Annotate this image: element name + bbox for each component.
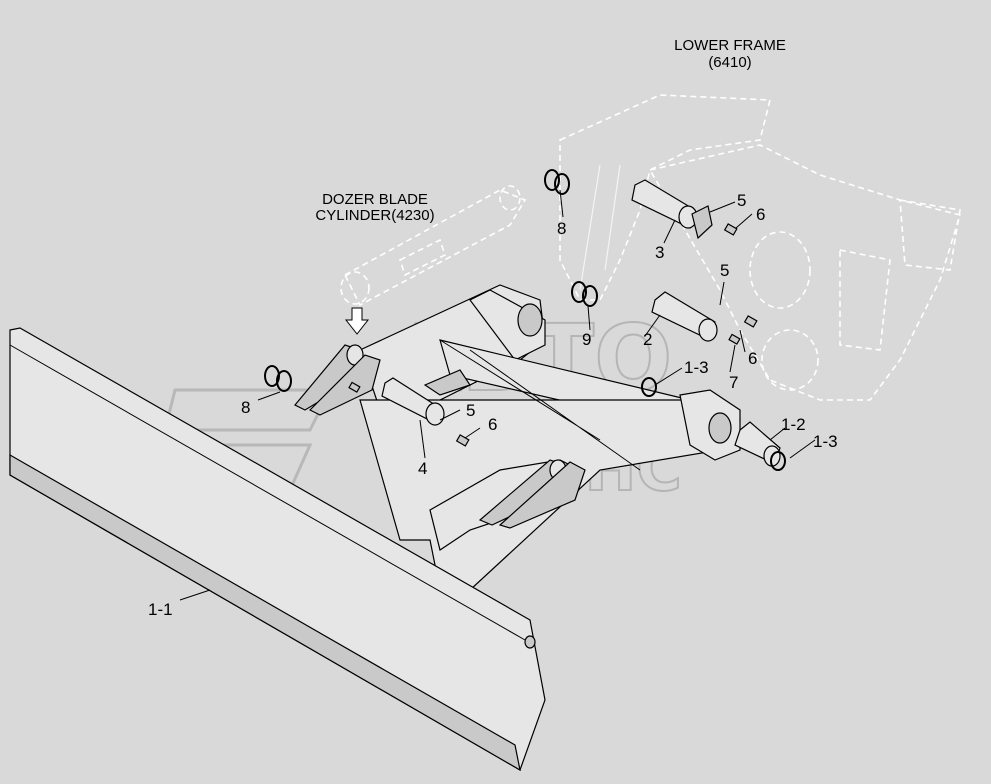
part-label-7: 7 xyxy=(729,373,738,392)
cylinder-ghost xyxy=(340,185,527,307)
bolts xyxy=(348,223,758,447)
part-label-1-1: 1-1 xyxy=(148,600,173,619)
part-label-1-3: 1-3 xyxy=(813,432,838,451)
dozer-blade xyxy=(9,327,546,772)
cylinder-code: CYLINDER(4230) xyxy=(315,207,434,224)
part-label-5: 5 xyxy=(737,191,746,210)
part-label-1-3: 1-3 xyxy=(684,358,709,377)
part-label-6: 6 xyxy=(748,349,757,368)
part-label-3: 3 xyxy=(655,243,664,262)
lower-frame-title: LOWER FRAME xyxy=(674,37,786,54)
leader-lines xyxy=(179,189,816,601)
reference-titles: LOWER FRAME (6410) DOZER BLADE CYLINDER(… xyxy=(315,37,785,224)
part-label-8: 8 xyxy=(241,398,250,417)
direction-arrow xyxy=(344,307,370,335)
pins xyxy=(381,179,781,467)
part-label-4: 4 xyxy=(418,459,427,478)
cylinder-title: DOZER BLADE xyxy=(322,191,428,208)
part-label-5: 5 xyxy=(466,401,475,420)
shim-rings xyxy=(264,169,786,471)
part-label-2: 2 xyxy=(643,330,652,349)
part-label-1-2: 1-2 xyxy=(781,415,806,434)
part-label-5: 5 xyxy=(720,261,729,280)
lower-frame-code: (6410) xyxy=(708,54,751,71)
part-label-6: 6 xyxy=(756,205,765,224)
part-label-6: 6 xyxy=(488,415,497,434)
part-number-labels: 8 5 6 3 5 9 2 6 7 1-3 8 5 6 4 1-2 1-3 1-… xyxy=(148,191,838,619)
part-label-9: 9 xyxy=(582,330,591,349)
blade-lugs xyxy=(294,344,586,529)
part-label-8: 8 xyxy=(557,219,566,238)
